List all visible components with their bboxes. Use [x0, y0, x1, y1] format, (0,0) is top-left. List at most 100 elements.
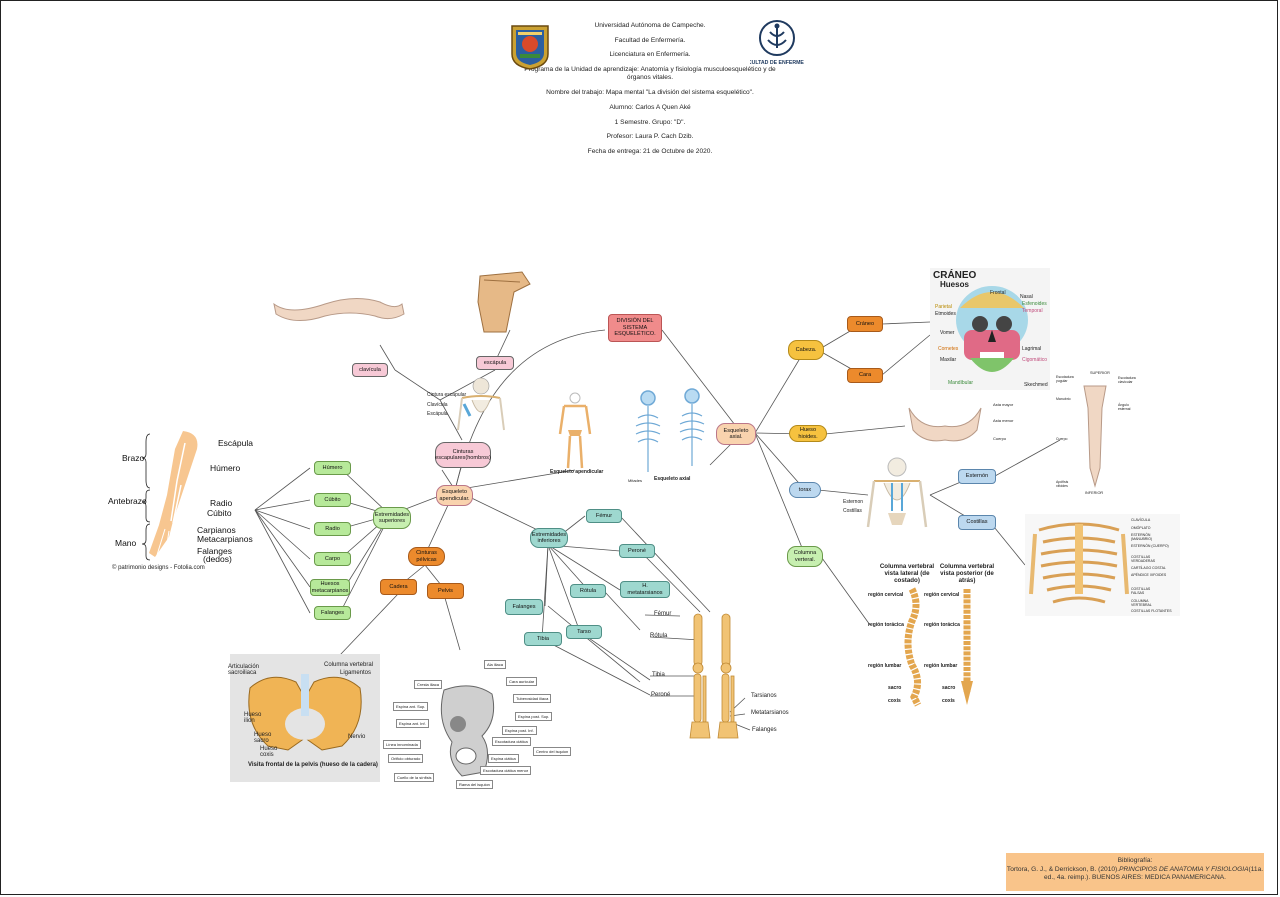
leg-label-falanges: Falanges [752, 727, 777, 733]
spine-post-lumbar: región lumbar [924, 663, 958, 669]
node-torax[interactable]: torax [789, 482, 821, 498]
pelvis-label-ilion: Hueso ilion [244, 712, 262, 724]
skull-image [956, 286, 1028, 372]
hyoid-label-cuerpo: Cuerpo [993, 436, 1007, 441]
node-carpo[interactable]: Carpo [314, 552, 351, 566]
axial-caption: Esqueleto axial [654, 476, 691, 482]
leg-label-rotula: Rótula [650, 633, 668, 639]
skull-label-vomer: Vomer [940, 330, 955, 336]
spine-lateral-image [904, 587, 922, 707]
node-metacarpianos[interactable]: Huesos metacarpianos [310, 579, 350, 596]
skull-label-lagrimal: Lagrimal [1022, 346, 1042, 352]
node-metatarsianos[interactable]: H. metatarsianos [620, 581, 670, 598]
node-ext-superiores[interactable]: Extremidades superiores [373, 507, 411, 529]
sternum-label-inferior: INFERIOR [1085, 491, 1104, 495]
arm-label-carpianos: Carpianos [197, 525, 236, 535]
node-cara[interactable]: Cara [847, 368, 883, 383]
skull-label-parietal: Parietal [935, 304, 952, 310]
node-ext-inferiores[interactable]: Extremidades inferiores [530, 528, 568, 548]
ribs-label-xifoides: APÉNDICE XIFOIDES [1131, 573, 1167, 577]
hip-label-post-sup: Espina post. Sup. [515, 712, 553, 721]
node-rotula[interactable]: Rótula [570, 584, 606, 598]
header-block: Universidad Autónoma de Campeche. Facult… [520, 22, 780, 163]
bibliography-line2: ed., 4a. reimp.). BUENOS AIRES: MEDICA P… [1044, 874, 1226, 882]
node-axial[interactable]: Esqueleto axial. [716, 423, 756, 445]
node-falanges-sup[interactable]: Falanges [314, 606, 351, 620]
arm-label-metacarpianos: Metacarpianos [197, 534, 253, 544]
node-perone[interactable]: Peroné [619, 544, 655, 558]
node-cinturas-escapulares[interactable]: Cinturas escapulares(hombros) [435, 442, 491, 468]
node-clavicula[interactable]: clavícula [352, 363, 388, 377]
node-escapula[interactable]: escápula [476, 356, 514, 370]
ribs-label-verdaderas: COSTILLAS VERDADERAS [1131, 555, 1156, 563]
node-hueso-hioides[interactable]: Hueso hioides. [789, 425, 827, 442]
leg-label-perone: Peroné [651, 692, 671, 698]
professor-name: Profesor: Laura P. Cach Dzib. [606, 133, 694, 141]
hip-label-sinfisis: Cuello de la sínfisis [394, 773, 435, 782]
node-cubito[interactable]: Cúbito [314, 493, 351, 507]
ribcage-figure: CLAVÍCULA OMÓPLATO ESTERNÓN (MANUBRIO) E… [1025, 514, 1180, 616]
node-humero[interactable]: Húmero [314, 461, 351, 475]
program-name: Programa de la Unidad de aprendizaje: An… [524, 66, 776, 82]
node-cinturas-pelvicas[interactable]: Cinturas pélvicas [408, 547, 445, 566]
leg-label-tibia: Tibia [652, 672, 665, 678]
arm-label-dedos: (dedos) [203, 554, 232, 564]
node-craneo[interactable]: Cráneo [847, 316, 883, 332]
spine-post-coxis: coxis [942, 698, 955, 704]
sternum-label-angulo: Ángulo esternal [1118, 403, 1131, 411]
sternum-label-yugular: Escotadura yugular [1056, 375, 1074, 383]
arm-label-radio: Radio [210, 498, 233, 508]
node-tarso[interactable]: Tarso [566, 625, 602, 639]
arm-brackets [142, 433, 151, 561]
ribs-label-cuerpo: ESTERNÓN (CUERPO) [1131, 544, 1169, 548]
work-name: Nombre del trabajo: Mapa mental "La divi… [546, 89, 754, 97]
scapula-image [477, 271, 531, 333]
sternum-label-cuerpo: Cuerpo [1056, 437, 1068, 441]
ribcage-image [1029, 522, 1129, 604]
hip-bone-image [440, 685, 495, 777]
node-costillas[interactable]: Costillas [958, 515, 996, 530]
node-pelvis[interactable]: Pelvis [427, 583, 464, 599]
spine-lateral-title: Columna vertebral vista lateral (de cost… [879, 563, 935, 584]
hyoid-label-mayor: Asta mayor [993, 402, 1014, 407]
node-cadera[interactable]: Cadera [380, 579, 417, 595]
arm-label-cubito: Cúbito [207, 508, 232, 518]
ribs-label-manubrio: ESTERNÓN (MANUBRIO) [1131, 533, 1153, 541]
arm-group-antebrazo: Antebrazo [108, 496, 147, 506]
pelvis-label-coxis: Hueso coxis [260, 746, 278, 758]
sternum-label-clavicular: Escotadura clavicular [1118, 376, 1136, 384]
appendicular-skeleton-image [558, 392, 592, 469]
skel-label-cintura: Cintura escapular [427, 392, 467, 398]
pelvis-caption: Visita frontal de la pelvis (hueso de la… [248, 762, 378, 768]
node-femur[interactable]: Fémur [586, 509, 622, 523]
spine-lat-toracica: región torácica [868, 622, 904, 628]
appendicular-caption: Esqueleto apendicular [550, 469, 604, 475]
skull-label-etmoides: Etmoides [935, 311, 956, 317]
node-cabeza[interactable]: Cabeza. [788, 340, 824, 360]
node-esternon[interactable]: Esternón [958, 469, 996, 484]
node-root[interactable]: DIVISIÓN DEL SISTEMA ESQUELÉTICO. [608, 314, 662, 342]
skull-credit: Skechmed [1024, 382, 1048, 388]
clavicle-image [273, 298, 405, 321]
sternum-image [1083, 385, 1107, 488]
hyoid-label-menor: Asta menor [993, 418, 1014, 423]
node-radio[interactable]: Radio [314, 522, 351, 536]
node-columna[interactable]: Columna verteral. [787, 546, 823, 567]
skel-label-clavicula: Clavícula [427, 402, 448, 408]
degree-name: Licenciatura en Enfermería. [609, 51, 691, 59]
student-name: Alumno: Carlos A Quen Aké [609, 103, 691, 111]
node-tibia[interactable]: Tibia [524, 632, 562, 646]
ribs-label-flotantes: COSTILLAS FLOTANTES [1131, 609, 1172, 613]
node-falanges-inf[interactable]: Falanges [505, 599, 543, 615]
nursing-faculty-logo: FACULTAD DE ENFERMERÍA [750, 20, 804, 66]
skull-label-frontal: Frontal [990, 290, 1006, 296]
skull-label-cigomatico: Cigomático [1022, 357, 1048, 363]
skull-subtitle: Huesos [940, 280, 969, 289]
node-apendicular[interactable]: Esqueleto apendicular. [436, 485, 473, 506]
ribs-label-omoplato: OMÓPLATO [1131, 526, 1151, 530]
skull-label-temporal: Temporal [1022, 308, 1043, 314]
spine-lat-lumbar: región lumbar [868, 663, 902, 669]
leg-bones-image [689, 613, 739, 739]
shoulder-skeleton-image [457, 377, 505, 431]
pelvis-figure: Articulación sacroiliaca Columna vertebr… [228, 654, 380, 782]
